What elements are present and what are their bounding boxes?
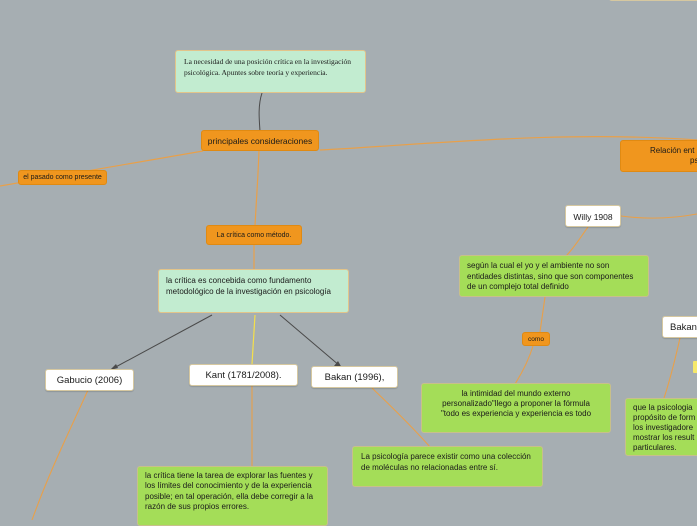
connector-principales-critica [254,149,260,227]
critica-fundamento-node[interactable]: la crítica es concebida como fundamento … [158,269,349,313]
connector-segun-como [539,296,546,333]
kant-texto-node[interactable]: la crítica tiene la tarea de explorar la… [137,466,328,526]
intimidad-node[interactable]: la intimidad del mundo externo personali… [421,383,611,433]
right-green-line-1: que la psicologia [633,403,693,412]
pasado-como-presente-node[interactable]: el pasado como presente [18,170,107,185]
kant-node[interactable]: Kant (1781/2008). [189,364,298,386]
right-green-line-5: particulares. [633,443,677,452]
connector-como-intimidad [514,345,534,385]
connector-willy-segun [565,226,589,257]
connector-bakan-right-down [663,337,681,399]
segun-node[interactable]: según la cual el yo y el ambiente no son… [459,255,649,297]
connector-gabucio-down [31,389,89,520]
yellow-marker [693,361,697,373]
relacion-line-1: Relación ent [650,146,695,155]
relacion-node[interactable]: Relación ent ps [620,140,697,172]
bakan-right-node[interactable]: Bakan [662,316,697,338]
willy-1908-node[interactable]: Willy 1908 [565,205,621,227]
right-green-line-4: mostrar los result [633,433,695,442]
connector-fundamento-kant [251,314,256,365]
como-node[interactable]: como [522,332,550,346]
connector-bakan-parece [371,387,431,448]
title-node[interactable]: La necesidad de una posición crítica en … [175,50,366,93]
arrow-fundamento-gabucio [111,314,213,370]
bakan-1996-node[interactable]: Bakan (1996), [311,366,398,388]
connector-title-principales [258,92,263,132]
relacion-line-2: ps [690,156,697,165]
psicologia-parece-node[interactable]: La psicología parece existir como una co… [352,446,543,487]
right-green-line-2: propósito de form [633,413,696,422]
gabucio-node[interactable]: Gabucio (2006) [45,369,134,391]
connector-willy-right [620,213,697,219]
critica-como-metodo-node[interactable]: La crítica como método. [206,225,302,245]
offscreen-node-top-right[interactable] [609,0,697,1]
connector-principales-relacion [319,136,697,151]
right-green-node[interactable]: que la psicologia propósito de form los … [625,398,697,456]
arrow-fundamento-bakan [279,314,341,367]
principales-consideraciones-node[interactable]: principales consideraciones [201,130,319,151]
right-green-line-3: los investigadore [633,423,694,432]
arrowhead-gabucio [110,364,118,370]
